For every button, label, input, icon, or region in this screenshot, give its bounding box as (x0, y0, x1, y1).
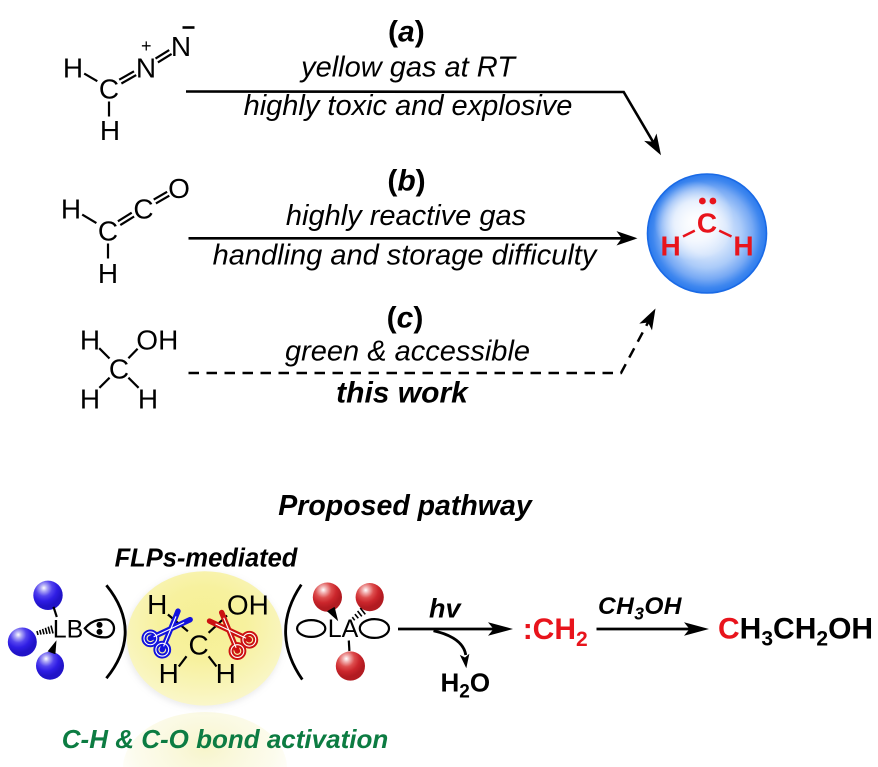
svg-text:hv: hv (429, 594, 462, 624)
svg-text:O: O (168, 173, 190, 204)
svg-text:Proposed pathway: Proposed pathway (278, 490, 534, 522)
svg-text:CH3CH2OH: CH3CH2OH (718, 613, 873, 651)
svg-text:C: C (133, 193, 153, 224)
svg-text:CH3OH: CH3OH (598, 593, 683, 624)
svg-text:H: H (100, 115, 120, 146)
svg-text:LA: LA (328, 615, 359, 643)
svg-text:H2O: H2O (441, 668, 491, 703)
svg-text:H: H (159, 658, 179, 689)
svg-text:H: H (98, 258, 118, 289)
svg-text::CH2: :CH2 (523, 613, 588, 651)
svg-text:H: H (660, 230, 680, 261)
svg-text:C: C (188, 629, 208, 660)
svg-text:H: H (733, 230, 753, 261)
svg-text:H: H (63, 52, 83, 83)
svg-text:yellow gas at RT: yellow gas at RT (299, 52, 517, 84)
svg-text:handling and storage difficult: handling and storage difficulty (213, 240, 598, 272)
svg-text:OH: OH (227, 589, 269, 620)
svg-text:green & accessible: green & accessible (285, 336, 530, 368)
svg-text:highly toxic and explosive: highly toxic and explosive (244, 90, 573, 122)
svg-text:C: C (98, 215, 118, 246)
svg-text:(c): (c) (387, 302, 424, 335)
svg-text:N: N (136, 52, 156, 83)
svg-text:H: H (216, 658, 236, 689)
svg-text:OH: OH (136, 324, 178, 355)
svg-text:LB: LB (53, 616, 84, 644)
svg-text:C-H & C-O bond activation: C-H & C-O bond activation (62, 724, 388, 754)
svg-text:this work: this work (336, 377, 469, 410)
svg-text:highly reactive gas: highly reactive gas (286, 200, 526, 232)
svg-text:H: H (80, 383, 100, 414)
svg-text:(b): (b) (387, 164, 425, 197)
svg-text:C: C (99, 73, 119, 104)
svg-text:H: H (61, 193, 81, 224)
svg-text:H: H (138, 383, 158, 414)
svg-text:H: H (80, 324, 100, 355)
svg-text:H: H (147, 589, 167, 620)
svg-text:FLPs-mediated: FLPs-mediated (115, 545, 299, 573)
svg-text:+: + (141, 36, 152, 56)
svg-text:N: N (171, 31, 191, 62)
svg-text:(a): (a) (388, 15, 425, 48)
svg-text:C: C (697, 208, 717, 239)
svg-text:C: C (109, 353, 129, 384)
